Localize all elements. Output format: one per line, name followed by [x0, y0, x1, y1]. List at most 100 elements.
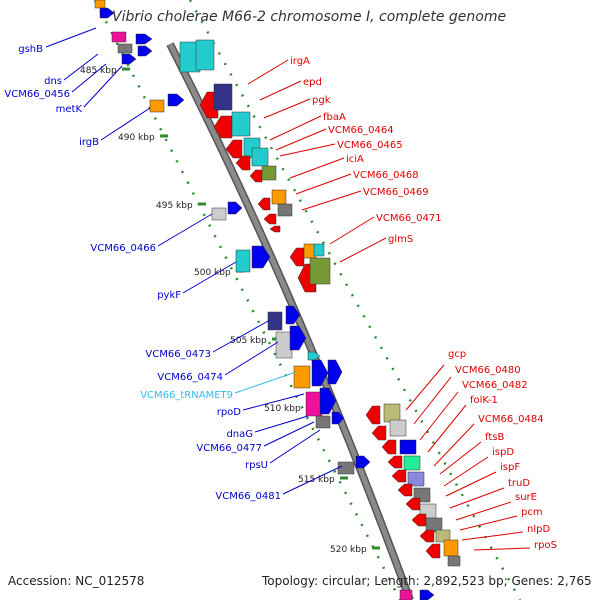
right-gene-label: iciA	[346, 154, 364, 165]
gene-block	[311, 359, 329, 387]
kbp-tick-label: 485 kbp	[80, 66, 117, 76]
left-gene-label-leader	[282, 465, 343, 495]
left-gene-label-leader	[63, 53, 99, 81]
left-gene-label: pykF	[157, 290, 181, 301]
gene-block	[337, 461, 355, 475]
gene-block	[389, 419, 407, 437]
gene-block	[355, 455, 371, 469]
gene-block	[167, 93, 185, 107]
left-gene-label: rpoD	[217, 407, 242, 418]
right-gene-label: VCM66_0484	[478, 414, 544, 425]
right-gene-label-leader	[275, 128, 327, 151]
right-gene-label: VCM66_0468	[353, 170, 419, 181]
gene-block	[305, 391, 323, 417]
right-gene-label: VCM66_0465	[337, 140, 403, 151]
gene-block	[263, 213, 277, 225]
gene-block	[267, 311, 283, 331]
right-gene-label-leader	[289, 157, 345, 179]
gene-block	[327, 359, 343, 385]
right-gene-label-leader	[279, 143, 336, 157]
kbp-tick-label: 490 kbp	[118, 133, 155, 143]
gene-block	[387, 455, 403, 469]
gene-block	[391, 469, 407, 483]
right-gene-label: VCM66_0482	[462, 380, 528, 391]
right-gene-label-leader	[473, 547, 531, 551]
right-gene-label-leader	[427, 404, 467, 453]
left-gene-label: VCM66_0481	[215, 491, 281, 502]
gene-block	[407, 471, 425, 487]
kbp-tick-label: 505 kbp	[230, 336, 267, 346]
gene-block	[289, 325, 307, 351]
left-gene-label-leader	[269, 429, 321, 464]
gene-block	[225, 139, 243, 159]
right-gene-label: ispF	[500, 462, 520, 473]
gene-block	[179, 41, 201, 73]
gene-block	[371, 425, 387, 441]
left-gene-label: dns	[44, 76, 62, 87]
left-gene-label-leader	[100, 107, 151, 141]
gene-block	[405, 497, 421, 511]
gene-block	[419, 589, 435, 600]
gene-block	[213, 83, 233, 111]
kbp-tick-label: 495 kbp	[156, 201, 193, 211]
left-gene-label: metK	[56, 104, 83, 115]
gene-block	[403, 455, 421, 471]
gene-block	[399, 439, 417, 455]
left-gene-label: VCM66_tRNAMET9	[140, 390, 233, 401]
right-gene-label: irgA	[290, 56, 310, 67]
right-gene-label-leader	[461, 531, 524, 541]
gene-block	[411, 513, 427, 527]
left-gene-label-leader	[212, 319, 271, 353]
right-gene-label-leader	[459, 515, 518, 531]
gene-block	[121, 53, 137, 65]
right-gene-label-leader	[301, 190, 362, 211]
gene-block	[447, 555, 461, 567]
right-gene-label: ispD	[492, 447, 514, 458]
right-gene-label-leader	[439, 441, 482, 475]
gene-block	[211, 207, 227, 221]
gene-block	[235, 155, 251, 171]
genome-summary-text: Topology: circular; Length: 2,892,523 bp…	[262, 574, 592, 588]
tick-track-outer	[188, 0, 522, 600]
kbp-tick-label: 515 kbp	[298, 475, 335, 485]
left-gene-label-leader	[182, 261, 237, 294]
gene-block	[331, 411, 345, 425]
left-gene-label-leader	[234, 371, 297, 394]
left-gene-label: VCM66_0473	[145, 349, 211, 360]
left-gene-label-leader	[263, 421, 315, 447]
right-gene-label-leader	[419, 391, 459, 441]
gene-block	[269, 225, 281, 233]
left-gene-label-leader	[254, 415, 309, 433]
right-gene-label-leader	[449, 487, 505, 509]
gene-block	[137, 45, 153, 57]
accession-text: Accession: NC_012578	[8, 574, 145, 588]
right-gene-label: glmS	[388, 234, 413, 245]
gene-block	[289, 247, 305, 267]
gene-block	[99, 7, 115, 19]
right-gene-label: rpoS	[534, 540, 557, 551]
right-gene-label-leader	[269, 115, 322, 141]
map-title: Vibrio cholerae M66-2 chromosome I, comp…	[112, 9, 507, 25]
left-gene-label-leader	[71, 63, 107, 93]
right-gene-label: pgk	[312, 95, 331, 106]
gene-block	[149, 99, 165, 113]
right-gene-label: folK-1	[470, 395, 498, 406]
left-gene-label-leader	[224, 341, 279, 376]
gene-block	[319, 387, 337, 415]
gene-block	[285, 305, 301, 325]
right-gene-label-leader	[259, 80, 302, 101]
left-gene-label-leader	[45, 27, 97, 48]
gene-block	[277, 203, 293, 217]
gene-block	[257, 197, 271, 211]
left-gene-label-leader	[157, 213, 213, 247]
gene-block	[231, 111, 251, 137]
kbp-tick-label: 510 kbp	[264, 404, 301, 414]
right-gene-label: ftsB	[485, 432, 504, 443]
gene-block	[235, 249, 251, 273]
left-gene-label: gshB	[18, 44, 43, 55]
right-gene-label: nlpD	[527, 524, 550, 535]
right-gene-label: VCM66_0469	[363, 187, 429, 198]
gene-block	[111, 31, 127, 43]
